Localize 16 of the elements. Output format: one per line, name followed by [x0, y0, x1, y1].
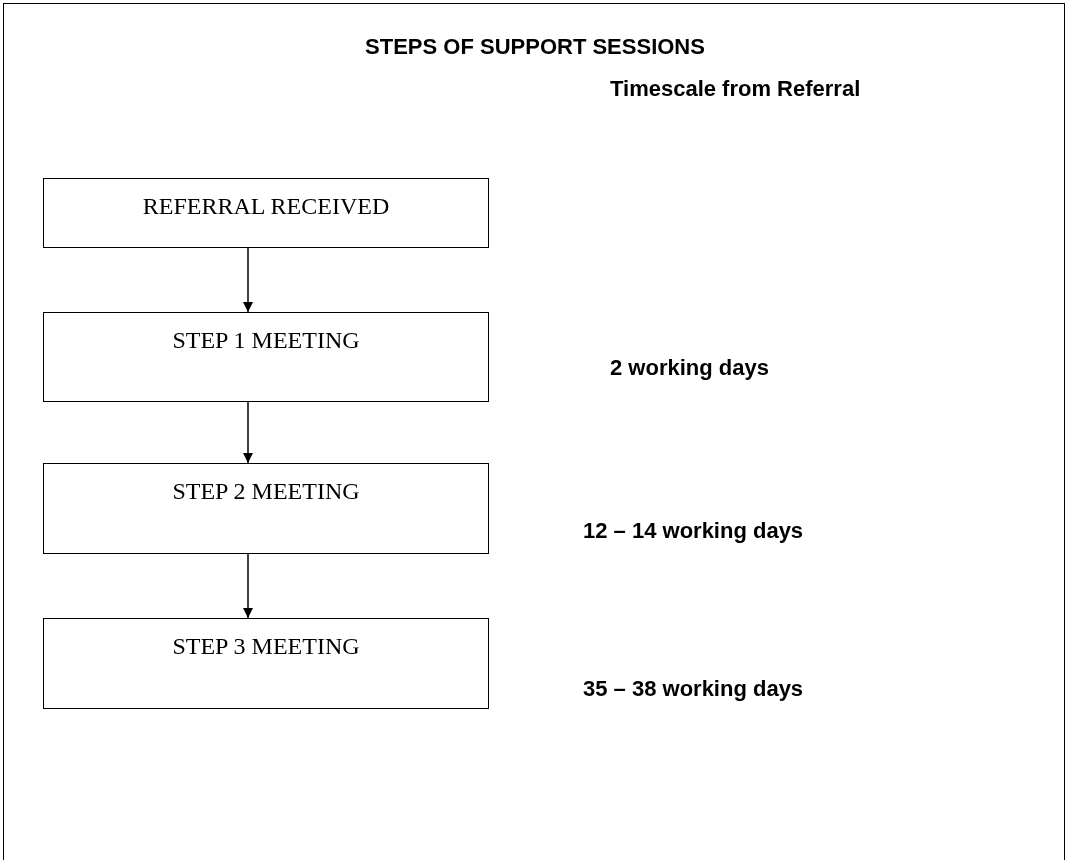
process-box — [43, 463, 489, 554]
column-heading: Timescale from Referral — [610, 76, 861, 102]
diagram-title: STEPS OF SUPPORT SESSIONS — [364, 34, 706, 60]
process-box — [43, 178, 489, 248]
box-label: STEP 1 MEETING — [171, 327, 361, 354]
arrow — [243, 401, 253, 464]
timescale-label: 35 – 38 working days — [583, 676, 804, 702]
box-label: STEP 3 MEETING — [171, 633, 361, 660]
timescale-label: 2 working days — [610, 355, 769, 381]
process-box — [43, 618, 489, 709]
box-label: REFERRAL RECEIVED — [141, 193, 391, 220]
timescale-label: 12 – 14 working days — [583, 518, 804, 544]
process-box — [43, 312, 489, 402]
box-label: STEP 2 MEETING — [171, 478, 361, 505]
arrow — [243, 247, 253, 313]
arrow — [243, 553, 253, 619]
